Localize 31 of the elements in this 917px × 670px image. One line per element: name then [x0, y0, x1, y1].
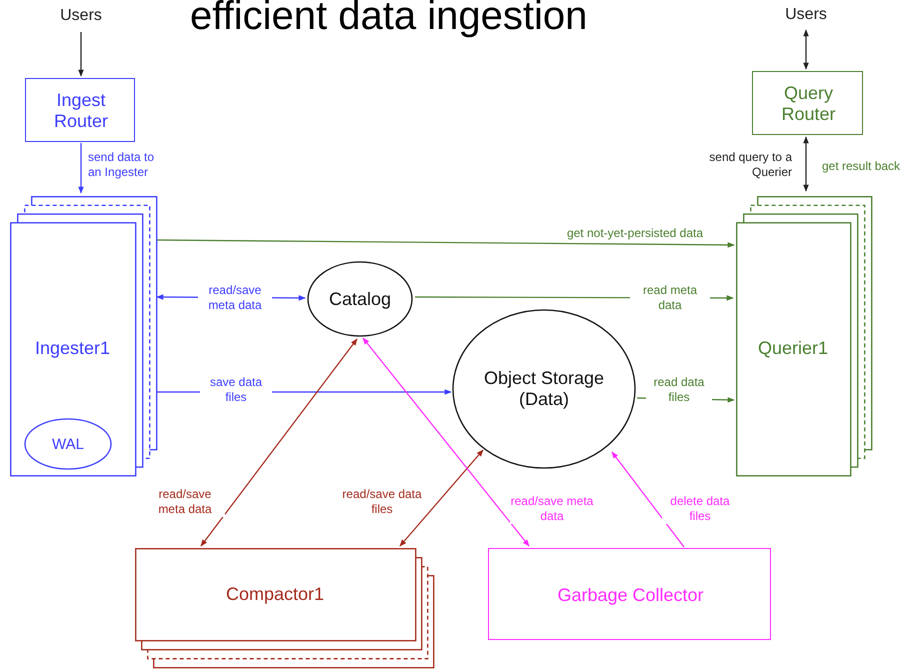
arrow [612, 451, 684, 548]
node-label: Users [785, 6, 827, 24]
catalog-ellipse [307, 261, 413, 337]
wal-ellipse [24, 418, 112, 470]
arrow [78, 32, 84, 77]
node-label: Query Router [780, 83, 837, 125]
node-label: Users [60, 7, 102, 25]
storage-circle [452, 309, 636, 469]
note-label: get result back [822, 159, 900, 174]
ingester-stack [10, 196, 156, 476]
node-label: Garbage Collector [557, 584, 704, 606]
node-label: Compactor1 [226, 584, 324, 604]
arrow [78, 143, 84, 194]
node-label: Object Storage (Data) [482, 368, 606, 410]
compactor-stack [135, 548, 434, 669]
node-label: Ingester1 [34, 338, 110, 360]
arrow [400, 449, 484, 547]
router-box [25, 78, 135, 142]
arrow [157, 239, 735, 248]
diagram-title: efficient data ingestion [190, 0, 588, 39]
arrow [200, 338, 358, 547]
router-box [752, 71, 863, 135]
node-label: WAL [52, 436, 84, 452]
node-label: Ingest Router [52, 90, 110, 132]
arrow [803, 29, 809, 70]
node-label: Querier1 [758, 338, 828, 360]
node-label: Catalog [328, 288, 392, 310]
arrow [362, 337, 530, 547]
collector-box [488, 548, 771, 640]
edge-label: read/save meta data [510, 494, 594, 524]
arrow [803, 136, 809, 192]
